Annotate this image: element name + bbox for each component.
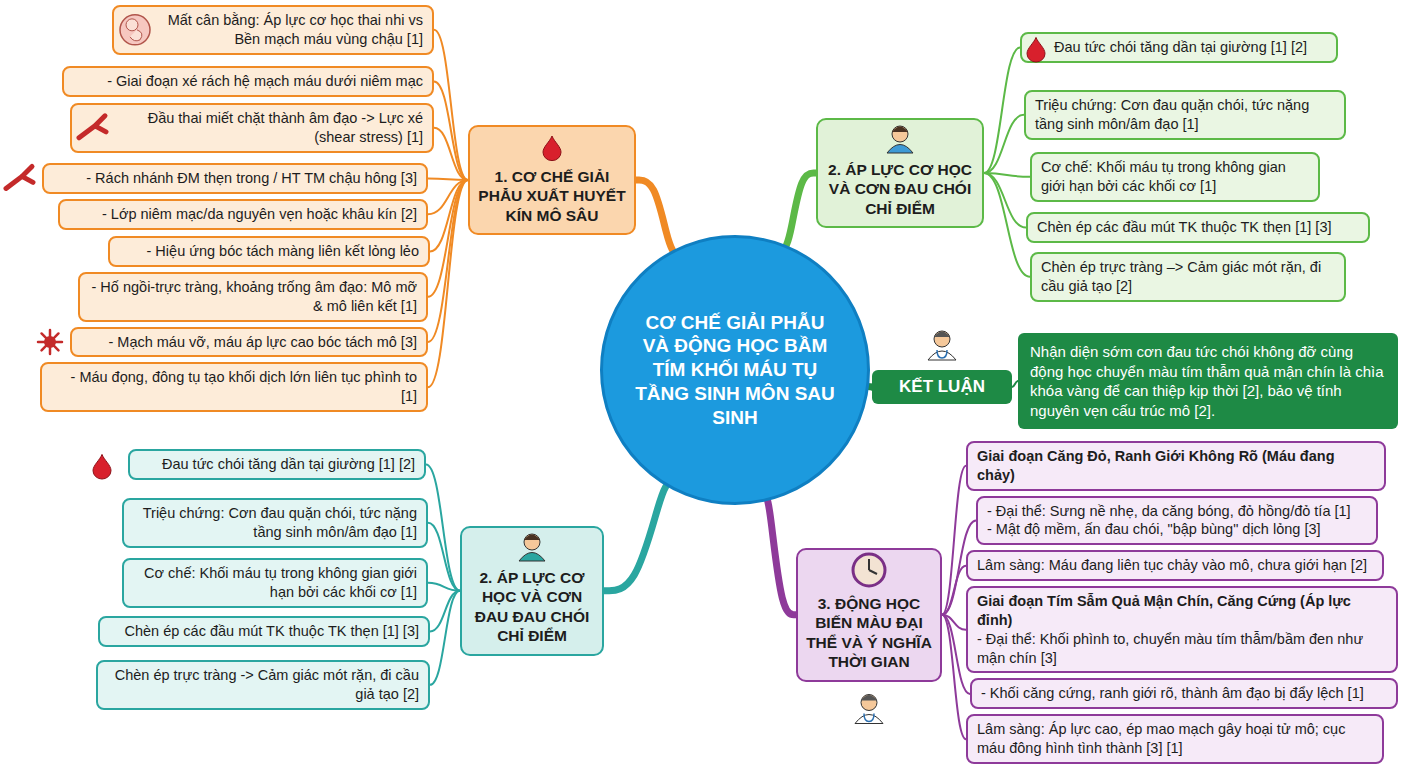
leaf-box: - Lớp niêm mạc/da nguyên vẹn hoặc khâu k…	[58, 199, 428, 230]
node-text: Cơ chế: Khối máu tụ trong không gian giớ…	[133, 564, 417, 602]
node-text: Chèn ép trực tràng –> Cảm giác mót rặn, …	[1041, 258, 1335, 296]
leaf-connector	[428, 178, 468, 180]
leaf-connector	[984, 115, 1024, 173]
leaf-connector	[430, 180, 468, 251]
node-text: Đau tức chói tăng dần tại giường [1] [2]	[139, 455, 415, 474]
node-text: Chèn ép các đầu mút TK thuộc TK thẹn [1]…	[1037, 218, 1359, 237]
leaf-connector	[428, 180, 468, 387]
leaf-box: Đau tức chói tăng dần tại giường [1] [2]	[1020, 32, 1338, 63]
leaf-box: Triệu chứng: Cơn đau quặn chói, tức nặng…	[122, 498, 428, 548]
node-text: - Đại thể: Sưng nề nhẹ, da căng bóng, đỏ…	[987, 502, 1367, 521]
blood-drop-icon	[93, 454, 111, 479]
node-text: 2. ÁP LỰC CƠ HỌC VÀ CƠN ĐAU ĐAU CHÓI CHỈ…	[470, 568, 594, 646]
leaf-box: Cơ chế: Khối máu tụ trong không gian giớ…	[1030, 152, 1320, 202]
doctor-icon	[928, 331, 956, 360]
leaf-box: - Rách nhánh ĐM thẹn trong / HT TM chậu …	[42, 163, 428, 194]
branch-box: 3. ĐỘNG HỌC BIẾN MÀU ĐẠI THỂ VÀ Ý NGHĨA …	[796, 548, 942, 682]
node-text: Mất cân bằng: Áp lực cơ học thai nhi vs …	[160, 11, 423, 49]
node-text: - Mạch máu vỡ, máu áp lực cao bóc tách m…	[81, 333, 417, 352]
leaf-box: Mất cân bằng: Áp lực cơ học thai nhi vs …	[112, 5, 434, 55]
node-text: 2. ÁP LỰC CƠ HỌC VÀ CƠN ĐAU CHÓI CHỈ ĐIỂ…	[826, 160, 974, 218]
node-text: KẾT LUẬN	[880, 377, 1004, 397]
main-branch-connector	[786, 173, 816, 246]
doctor-icon	[855, 695, 883, 724]
node-text: Giai đoạn Căng Đỏ, Ranh Giới Không Rõ (M…	[977, 447, 1375, 485]
leaf-box: Lâm sàng: Máu đang liên tục chảy vào mô,…	[966, 550, 1384, 581]
leaf-connector	[428, 583, 460, 591]
leaf-box: Chèn ép các đầu mút TK thuộc TK thẹn [1]…	[98, 616, 430, 647]
node-text: Chèn ép các đầu mút TK thuộc TK thẹn [1]…	[109, 622, 419, 641]
node-text: Lâm sàng: Áp lực cao, ép mao mạch gây ho…	[977, 720, 1373, 758]
leaf-connector	[434, 30, 468, 180]
leaf-connector	[430, 591, 460, 685]
main-branch-connector	[604, 485, 667, 591]
node-text: - Lớp niêm mạc/da nguyên vẹn hoặc khâu k…	[69, 205, 417, 224]
leaf-box: - Hố ngồi-trực tràng, khoảng trống âm đạ…	[78, 272, 428, 322]
leaf-connector	[428, 523, 460, 591]
node-text: - Mật độ mềm, ấn đau chói, "bập bùng" dị…	[987, 520, 1367, 539]
main-branch-connector	[636, 180, 673, 251]
rupture-icon	[38, 330, 62, 354]
leaf-box: Đau tức chói tăng dần tại giường [1] [2]	[128, 449, 426, 480]
node-text: - Hố ngồi-trực tràng, khoảng trống âm đạ…	[89, 278, 417, 316]
node-text: 1. CƠ CHẾ GIẢI PHẪU XUẤT HUYẾT KÍN MÔ SÂ…	[478, 167, 626, 225]
leaf-box: Đầu thai miết chặt thành âm đạo -> Lực x…	[70, 103, 434, 153]
blood-vessel-icon	[6, 166, 33, 188]
leaf-box: Chèn ép trực tràng –> Cảm giác mót rặn, …	[1030, 252, 1346, 302]
branch-box: 2. ÁP LỰC CƠ HỌC VÀ CƠN ĐAU ĐAU CHÓI CHỈ…	[460, 526, 604, 656]
leaf-connector	[428, 180, 468, 342]
leaf-box: Giai đoạn Căng Đỏ, Ranh Giới Không Rõ (M…	[966, 441, 1386, 491]
main-branch-connector	[767, 500, 796, 615]
node-text: Chèn ép trực tràng -> Cảm giác mót rặn, …	[107, 666, 419, 704]
node-text: CƠ CHẾ GIẢI PHẪU VÀ ĐỘNG HỌC BẦM TÍM KHỐ…	[633, 311, 837, 430]
node-text: Giai đoạn Tím Sẫm Quả Mận Chín, Căng Cứn…	[977, 592, 1387, 630]
leaf-box: - Đại thể: Sưng nề nhẹ, da căng bóng, đỏ…	[976, 496, 1378, 546]
node-text: - Hiệu ứng bóc tách màng liên kết lỏng l…	[119, 242, 419, 261]
leaf-box: Lâm sàng: Áp lực cao, ép mao mạch gây ho…	[966, 714, 1384, 764]
leaf-connector	[434, 128, 468, 180]
node-text: Cơ chế: Khối máu tụ trong không gian giớ…	[1041, 158, 1309, 196]
leaf-connector	[430, 591, 460, 632]
leaf-box: Chèn ép các đầu mút TK thuộc TK thẹn [1]…	[1026, 212, 1370, 243]
leaf-box: - Máu đọng, đông tụ tạo khối dịch lớn li…	[40, 362, 428, 412]
node-text: - Đại thể: Khối phình to, chuyển màu tím…	[977, 630, 1387, 668]
node-text: Nhận diện sớm cơn đau tức chói không đỡ …	[1030, 342, 1386, 420]
node-text: - Máu đọng, đông tụ tạo khối dịch lớn li…	[51, 368, 417, 406]
node-text: Triệu chứng: Cơn đau quặn chói, tức nặng…	[133, 504, 417, 542]
node-text: - Rách nhánh ĐM thẹn trong / HT TM chậu …	[53, 169, 417, 188]
leaf-box: - Hiệu ứng bóc tách màng liên kết lỏng l…	[108, 236, 430, 267]
conclusion-heading: KẾT LUẬN	[872, 370, 1012, 404]
node-text: - Khối căng cứng, ranh giới rõ, thành âm…	[981, 684, 1387, 703]
leaf-box: - Mạch máu vỡ, máu áp lực cao bóc tách m…	[70, 327, 428, 358]
leaf-box: - Giai đoạn xé rách hệ mạch máu dưới niê…	[62, 66, 434, 97]
node-text: - Giai đoạn xé rách hệ mạch máu dưới niê…	[73, 72, 423, 91]
node-text: Lâm sàng: Máu đang liên tục chảy vào mô,…	[977, 556, 1373, 575]
node-text: Đau tức chói tăng dần tại giường [1] [2]	[1054, 38, 1327, 57]
leaf-connector	[942, 566, 966, 615]
leaf-box: Giai đoạn Tím Sẫm Quả Mận Chín, Căng Cứn…	[966, 586, 1398, 673]
leaf-connector	[984, 47, 1020, 173]
leaf-box: - Khối căng cứng, ranh giới rõ, thành âm…	[970, 678, 1398, 709]
branch-box: 2. ÁP LỰC CƠ HỌC VÀ CƠN ĐAU CHÓI CHỈ ĐIỂ…	[816, 118, 984, 228]
central-topic: CƠ CHẾ GIẢI PHẪU VÀ ĐỘNG HỌC BẦM TÍM KHỐ…	[600, 235, 870, 505]
branch-box: 1. CƠ CHẾ GIẢI PHẪU XUẤT HUYẾT KÍN MÔ SÂ…	[468, 125, 636, 235]
leaf-connector	[984, 173, 1030, 277]
leaf-connector	[942, 466, 966, 615]
leaf-connector	[426, 464, 460, 590]
leaf-box: Cơ chế: Khối máu tụ trong không gian giớ…	[122, 558, 428, 608]
leaf-connector	[942, 615, 966, 739]
leaf-box: Triệu chứng: Cơn đau quặn chói, tức nặng…	[1024, 90, 1346, 140]
node-text: Triệu chứng: Cơn đau quặn chói, tức nặng…	[1035, 96, 1335, 134]
leaf-connector	[434, 81, 468, 180]
leaf-box: Chèn ép trực tràng -> Cảm giác mót rặn, …	[96, 660, 430, 710]
node-text: Đầu thai miết chặt thành âm đạo -> Lực x…	[118, 109, 423, 147]
conclusion-box: Nhận diện sớm cơn đau tức chói không đỡ …	[1018, 333, 1398, 429]
node-text: 3. ĐỘNG HỌC BIẾN MÀU ĐẠI THỂ VÀ Ý NGHĨA …	[806, 594, 932, 672]
